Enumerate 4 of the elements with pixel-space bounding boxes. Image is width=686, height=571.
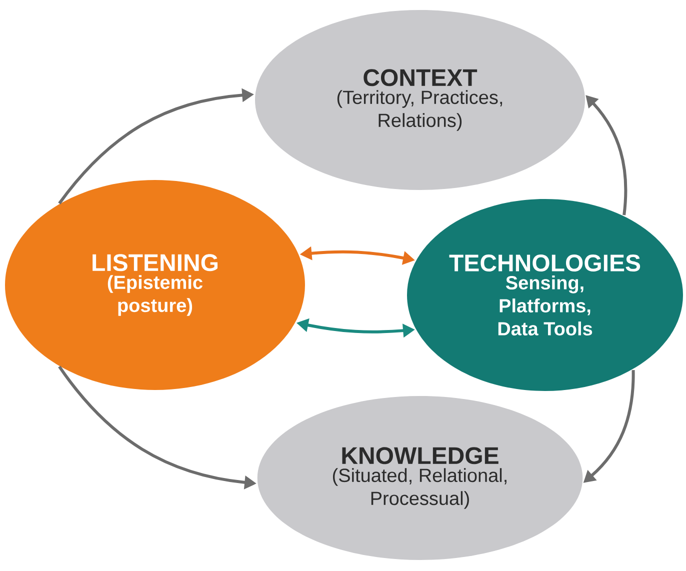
- ellipse-node: TECHNOLOGIES Sensing, Platforms, Data Tools: [407, 199, 683, 391]
- ellipse-node: CONTEXT (Territory, Practices, Relations): [255, 10, 585, 190]
- ellipse-node: KNOWLEDGE (Situated, Relational, Processual): [257, 396, 583, 560]
- ellipse-node: LISTENING (Epistemic posture): [5, 180, 305, 390]
